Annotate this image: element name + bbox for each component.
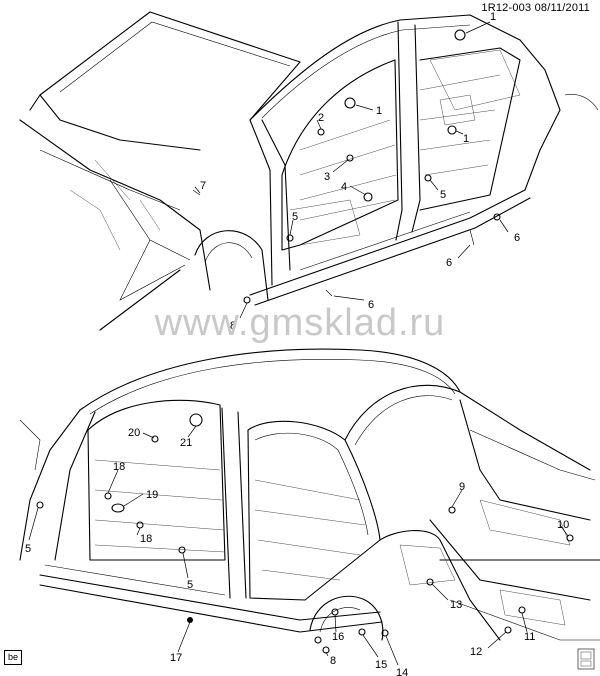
callout-label: 5 <box>292 211 298 223</box>
callout-label: 1 <box>463 133 469 145</box>
top-callouts: 1 1 1 2 3 4 5 5 6 6 6 7 8 <box>200 11 520 332</box>
top-callout-leaders <box>194 21 509 319</box>
callout-label: 18 <box>140 533 152 545</box>
callout-label: 6 <box>368 299 374 311</box>
callout-label: 11 <box>524 631 535 643</box>
callout-label: 13 <box>450 599 462 611</box>
callout-label: 5 <box>25 543 31 555</box>
callout-label: 1 <box>490 11 496 23</box>
callout-label: 8 <box>330 655 336 667</box>
callout-label: 12 <box>470 646 482 658</box>
callout-label: 15 <box>375 659 387 671</box>
callout-label: 7 <box>200 180 206 192</box>
corner-badge: be <box>4 650 22 665</box>
callout-label: 3 <box>324 171 330 183</box>
lower-body-structure-view <box>19 348 600 670</box>
diagram-date: 08/11/2011 <box>534 2 590 14</box>
callout-label: 14 <box>396 667 408 676</box>
callout-label: 5 <box>187 579 193 591</box>
callout-label: 17 <box>170 652 182 664</box>
callout-label: 5 <box>440 189 446 201</box>
diagram-id: 1R12-003 <box>481 2 532 14</box>
bottom-callouts: 20 21 18 19 18 5 5 9 10 13 11 12 16 8 15… <box>25 427 569 676</box>
callout-label: 8 <box>230 320 236 332</box>
upper-body-structure-view <box>19 11 599 331</box>
diagram-header: 1R12-003 08/11/2011 <box>481 2 590 14</box>
callout-label: 19 <box>146 489 158 501</box>
callout-label: 6 <box>446 257 452 269</box>
callout-label: 16 <box>332 631 344 643</box>
watermark-text: www.gmsklad.ru <box>154 302 446 344</box>
callout-label: 4 <box>341 181 347 193</box>
callout-label: 9 <box>459 481 465 493</box>
bottom-callout-leaders <box>28 425 569 666</box>
callout-label: 20 <box>128 427 140 439</box>
callout-label: 10 <box>557 519 569 531</box>
callout-label: 6 <box>514 232 520 244</box>
callout-label: 1 <box>376 105 382 117</box>
callout-label: 2 <box>318 112 324 124</box>
callout-label: 21 <box>180 437 192 449</box>
callout-label: 18 <box>113 461 125 473</box>
